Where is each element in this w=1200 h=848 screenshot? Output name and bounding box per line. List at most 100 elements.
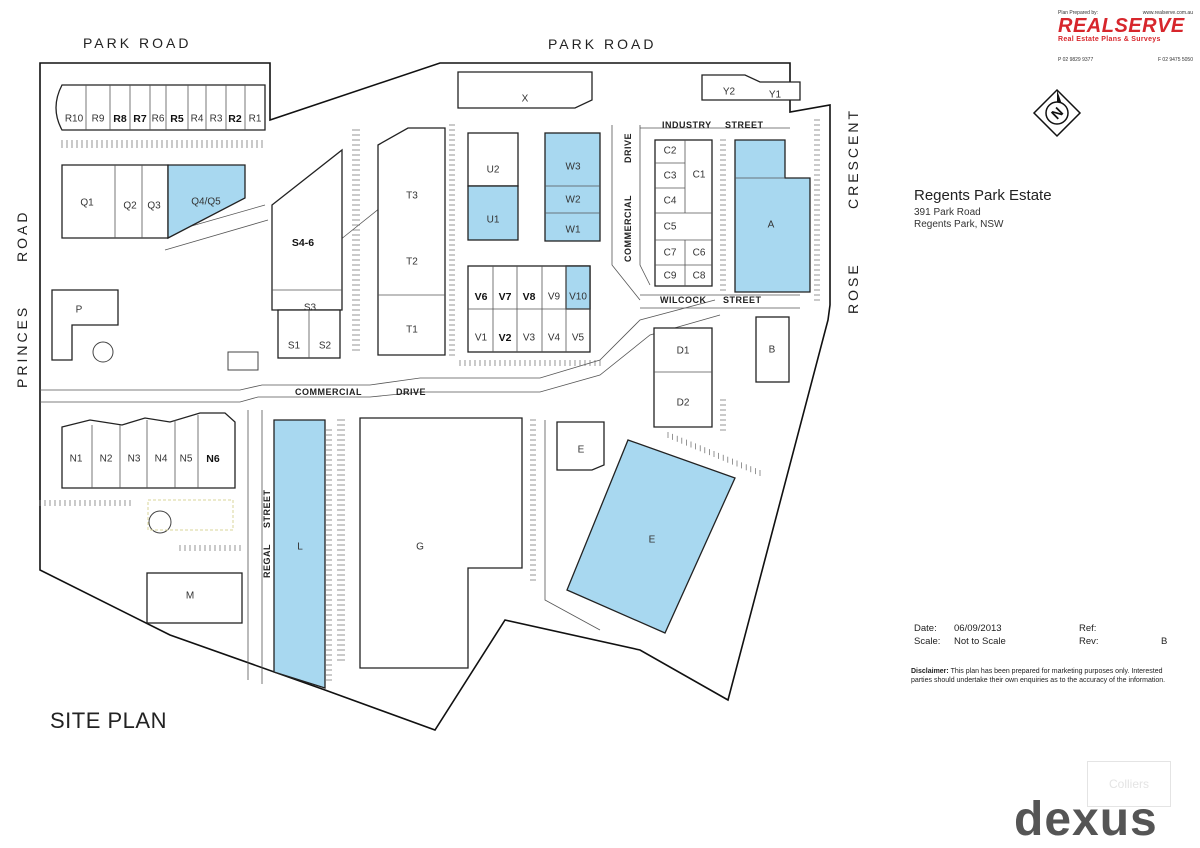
lot-group-r: R10 R9 R8 R7 R6 R5 R4 R3 R2 R1 <box>55 84 266 131</box>
lot-n6-label: N6 <box>206 453 220 465</box>
ref-label: Ref: <box>1079 623 1097 634</box>
lot-n4-label: N4 <box>155 454 168 465</box>
lot-m[interactable] <box>146 572 243 624</box>
lot-u2-label: U2 <box>487 165 500 176</box>
lot-c6-label: C6 <box>693 248 706 259</box>
street-commercial-drive-vertical: COMMERCIAL <box>623 195 633 262</box>
date-value: 06/09/2013 <box>954 623 1002 634</box>
lot-u1-label: U1 <box>487 215 500 226</box>
lot-q4-q5[interactable] <box>167 164 246 240</box>
lot-group-n: N1 N2 N3 N4 N5 N6 <box>61 412 236 489</box>
lot-e-large[interactable] <box>566 439 736 634</box>
lot-v10-label: V10 <box>569 292 587 303</box>
disclaimer: Disclaimer: This plan has been prepared … <box>911 667 1173 685</box>
lot-d1-d2[interactable] <box>653 327 713 428</box>
lot-d1-label: D1 <box>677 346 690 357</box>
lot-e-small-label: E <box>578 445 585 456</box>
lot-group-c: C2 C1 C3 C4 C5 C7 C6 C9 C8 <box>654 139 713 287</box>
lot-c7-label: C7 <box>664 248 677 259</box>
lot-r7-label: R7 <box>133 113 147 125</box>
carpark-yellow <box>147 499 234 531</box>
lot-d2-label: D2 <box>677 398 690 409</box>
lot-m-label: M <box>186 591 194 602</box>
lot-c8-label: C8 <box>693 271 706 282</box>
street-rose: ROSE <box>845 262 861 314</box>
brand-topline: Plan Prepared by: www.realserve.com.au <box>1058 10 1193 16</box>
lot-b[interactable] <box>755 316 790 383</box>
lot-v2-label: V2 <box>499 332 512 344</box>
street-princes: PRINCES <box>14 305 30 388</box>
lot-y1-y2[interactable] <box>701 74 801 101</box>
property-address: 391 Park Road Regents Park, NSW <box>914 207 1052 231</box>
scale-label: Scale: <box>914 636 941 647</box>
colliers-watermark: Colliers <box>1087 761 1171 807</box>
lots-r-outline <box>55 84 266 131</box>
lot-r9-label: R9 <box>92 114 105 125</box>
lot-v1-label: V1 <box>475 333 488 344</box>
lot-b-label: B <box>769 345 776 356</box>
lot-p-label: P <box>76 305 83 316</box>
lot-y1-label: Y1 <box>769 90 782 101</box>
lot-q3-label: Q3 <box>147 201 161 212</box>
street-wilcock: WILCOCK <box>660 295 707 305</box>
lot-group-s: S4-6 S3 S1 S2 <box>271 148 343 359</box>
lot-q1-label: Q1 <box>80 198 94 209</box>
lot-q2-label: Q2 <box>123 201 137 212</box>
lot-q4-q5-label: Q4/Q5 <box>191 197 221 208</box>
lot-t1-t3[interactable] <box>377 127 446 356</box>
lot-s4-6[interactable] <box>271 148 343 311</box>
roundabout-p <box>92 341 114 363</box>
lot-l-label: L <box>297 542 303 553</box>
plan-meta: Date: 06/09/2013 Ref: Scale: Not to Scal… <box>914 623 1174 649</box>
lot-s2-label: S2 <box>319 341 332 352</box>
lot-t2-label: T2 <box>406 257 418 268</box>
website-text[interactable]: www.realserve.com.au <box>1142 10 1193 16</box>
lot-x[interactable] <box>457 71 593 109</box>
lot-w1-label: W1 <box>566 225 581 236</box>
lot-c2-label: C2 <box>664 146 677 157</box>
lot-n5-label: N5 <box>180 454 193 465</box>
address-line-2: Regents Park, NSW <box>914 219 1004 230</box>
fax-text: F 02 9475 5050 <box>1157 57 1193 63</box>
lot-l[interactable] <box>273 419 326 689</box>
lot-v7-label: V7 <box>499 291 512 303</box>
lot-w2-label: W2 <box>566 195 581 206</box>
prepared-by-text: Plan Prepared by: <box>1058 10 1099 16</box>
roundabout-n <box>148 510 172 534</box>
lot-g[interactable] <box>359 417 523 669</box>
lot-t1-label: T1 <box>406 325 418 336</box>
lot-w3-label: W3 <box>566 162 581 173</box>
lot-r5-label: R5 <box>170 113 184 125</box>
lot-r1-label: R1 <box>249 114 262 125</box>
lot-s4-6-label: S4-6 <box>292 237 314 249</box>
lot-v4-label: V4 <box>548 333 561 344</box>
lot-w1-w3[interactable] <box>544 132 601 242</box>
lot-s1-label: S1 <box>288 341 301 352</box>
lot-r4-label: R4 <box>191 114 204 125</box>
lot-c4-label: C4 <box>664 196 677 207</box>
street-road-left: ROAD <box>14 210 30 262</box>
lot-a[interactable] <box>734 139 811 293</box>
address-line-1: 391 Park Road <box>914 207 981 218</box>
lot-p[interactable] <box>51 289 119 361</box>
lot-v3-label: V3 <box>523 333 536 344</box>
realserve-tagline: Real Estate Plans & Surveys <box>1058 36 1161 43</box>
lot-group-t: T3 T2 T1 <box>377 127 446 356</box>
lot-v5-label: V5 <box>572 333 585 344</box>
structure-small <box>227 351 259 371</box>
property-info: Regents Park Estate 391 Park Road Regent… <box>914 187 1052 231</box>
phone-text: P 02 9829 9377 <box>1058 57 1094 63</box>
lot-g-label: G <box>416 542 424 553</box>
lot-n-block[interactable] <box>61 412 236 489</box>
disclaimer-label: Disclaimer: <box>911 668 949 675</box>
lot-c3-label: C3 <box>664 171 677 182</box>
rev-label: Rev: <box>1079 636 1099 647</box>
lot-u2[interactable] <box>467 132 519 187</box>
street-regal: REGAL <box>262 544 272 578</box>
lot-u1[interactable] <box>467 185 519 241</box>
lot-e-small[interactable] <box>556 421 605 471</box>
surveyor-branding: Plan Prepared by: www.realserve.com.au R… <box>1058 10 1193 63</box>
street-commercial-horizontal: COMMERCIAL <box>295 387 362 397</box>
street-park-road-left: PARK ROAD <box>83 35 191 51</box>
street-regal-street: STREET <box>262 489 272 528</box>
